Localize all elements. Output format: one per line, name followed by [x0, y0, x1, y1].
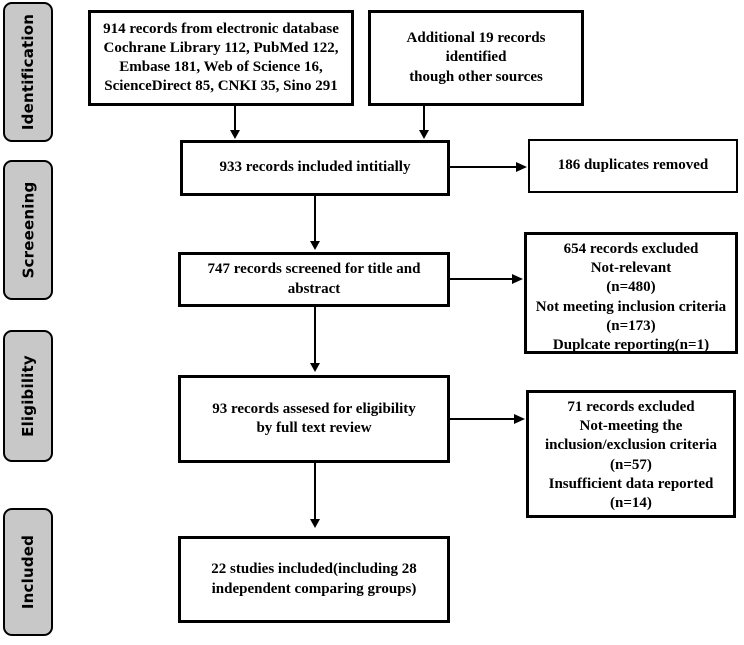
box-records-excluded-eligibility: 71 records excluded Not-meeting the incl…	[526, 390, 736, 518]
box-duplicates-removed-text: 186 duplicates removed	[557, 157, 709, 174]
box-records-database-text: 914 records from electronic database Coc…	[103, 20, 339, 95]
stage-label-included: Included	[3, 508, 53, 636]
arrow-initial-to-duplicates	[516, 162, 527, 172]
connector-eligibility-to-included	[314, 463, 316, 521]
stage-label-eligibility-text: Eligibility	[19, 355, 38, 437]
stage-label-screening: Screeening	[3, 160, 53, 300]
arrow-screened-to-excluded	[512, 274, 523, 284]
stage-label-eligibility: Eligibility	[3, 330, 53, 462]
arrow-screened-to-eligibility	[310, 363, 320, 372]
box-studies-included: 22 studies included(including 28 indepen…	[178, 536, 450, 623]
box-records-assessed-eligibility: 93 records assesed for eligibility by fu…	[178, 375, 450, 463]
connector-initial-to-screened	[314, 196, 316, 243]
box-records-assessed-eligibility-text: 93 records assesed for eligibility by fu…	[212, 400, 416, 436]
arrow-eligibility-to-excluded	[514, 414, 525, 424]
box-records-excluded-eligibility-text: 71 records excluded Not-meeting the incl…	[544, 399, 718, 511]
arrow-database-to-initial	[230, 130, 240, 139]
stage-label-identification: Identification	[3, 2, 53, 142]
connector-eligibility-to-excluded	[450, 418, 516, 420]
stage-label-included-text: Included	[19, 534, 38, 610]
box-records-included-initially-text: 933 records included intitially	[219, 159, 411, 176]
connector-database-to-initial	[234, 106, 236, 132]
stage-label-screening-text: Screeening	[19, 181, 38, 279]
box-records-excluded-screening: 654 records excluded Not-relevant (n=480…	[524, 232, 738, 354]
box-records-screened-text: 747 records screened for title and abstr…	[207, 261, 421, 297]
box-records-other-sources-text: Additional 19 records identified though …	[406, 30, 546, 85]
box-records-other-sources: Additional 19 records identified though …	[368, 10, 584, 106]
arrow-eligibility-to-included	[310, 519, 320, 528]
stage-label-identification-text: Identification	[19, 13, 38, 131]
box-records-database: 914 records from electronic database Coc…	[88, 10, 354, 106]
arrow-initial-to-screened	[310, 241, 320, 250]
box-records-screened: 747 records screened for title and abstr…	[178, 252, 450, 307]
connector-initial-to-duplicates	[450, 166, 518, 168]
box-duplicates-removed: 186 duplicates removed	[528, 139, 738, 193]
box-studies-included-text: 22 studies included(including 28 indepen…	[211, 561, 417, 597]
box-records-included-initially: 933 records included intitially	[180, 140, 450, 196]
connector-screened-to-excluded	[450, 278, 514, 280]
arrow-other-to-initial	[419, 130, 429, 139]
box-records-excluded-screening-text: 654 records excluded Not-relevant (n=480…	[535, 241, 727, 353]
connector-other-to-initial	[423, 106, 425, 132]
connector-screened-to-eligibility	[314, 307, 316, 365]
